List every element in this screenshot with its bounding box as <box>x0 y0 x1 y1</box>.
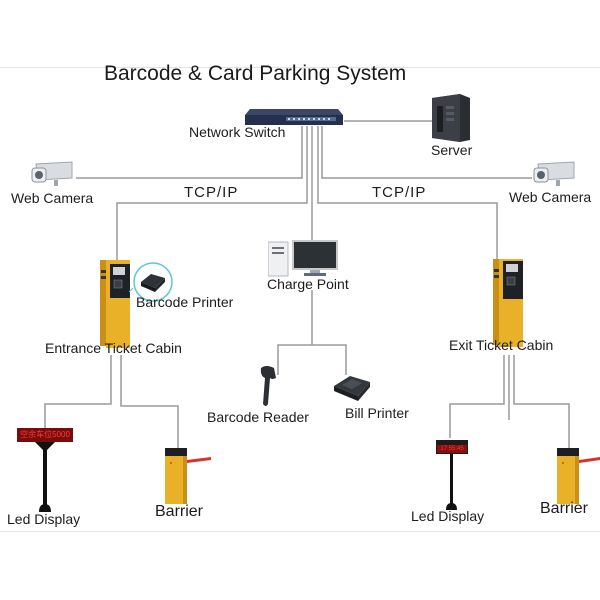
led-display-right-screen: 17:55:45 <box>440 446 464 452</box>
charge-point-label: Charge Point <box>267 276 349 292</box>
barcode-printer-icon <box>128 262 173 302</box>
led-display-icon <box>436 440 468 510</box>
led-display-left-label: Led Display <box>7 511 81 527</box>
web-camera-right-label: Web Camera <box>509 189 592 205</box>
barrier-right <box>557 448 600 504</box>
wire-switch-entrance <box>116 126 308 262</box>
desktop-computer-icon <box>267 240 338 277</box>
entrance-ticket-cabin <box>100 260 132 348</box>
receipt-printer-icon <box>334 376 370 401</box>
led-display-left-screen: 空余车位5000 <box>20 430 70 439</box>
ticket-cabin-icon <box>100 260 130 348</box>
barrier-gate-icon <box>165 448 211 504</box>
wire-entrance-barrier <box>120 355 179 448</box>
entrance-ticket-cabin-label: Entrance Ticket Cabin <box>45 340 182 356</box>
barrier-left <box>165 448 211 504</box>
server <box>430 92 472 142</box>
led-display-right: 17:55:45 <box>436 440 468 510</box>
network-switch-label: Network Switch <box>189 124 286 140</box>
charge-point <box>267 238 340 278</box>
wire-exit-led <box>449 355 505 438</box>
barcode-reader <box>258 364 284 408</box>
wire-charge-branch <box>277 344 347 375</box>
barrier-left-label: Barrier <box>155 503 204 520</box>
barcode-scanner-icon <box>260 366 276 406</box>
led-display-left: 空余车位5000 <box>17 428 73 512</box>
network-switch-icon <box>245 109 343 125</box>
wire-switch-camera-right <box>321 126 532 179</box>
web-camera-left <box>28 160 76 188</box>
exit-ticket-cabin-label: Exit Ticket Cabin <box>449 337 554 353</box>
barrier-right-label: Barrier <box>540 500 589 517</box>
tcp-ip-label-right: TCP/IP <box>372 184 427 201</box>
wire-entrance-led <box>44 355 112 428</box>
web-camera-left-label: Web Camera <box>11 190 94 206</box>
exit-ticket-cabin <box>493 259 525 347</box>
barcode-printer <box>128 260 177 306</box>
web-camera-icon <box>533 161 575 186</box>
top-border <box>0 67 600 68</box>
diagram-title: Barcode & Card Parking System <box>104 62 407 85</box>
network-switch <box>244 107 344 127</box>
web-camera-right <box>530 160 578 188</box>
led-display-right-label: Led Display <box>411 508 485 524</box>
server-tower-icon <box>432 94 470 142</box>
web-camera-icon <box>31 161 73 186</box>
wire-exit-barrier <box>513 355 570 448</box>
wire-switch-camera-left <box>76 126 303 179</box>
wire-switch-exit <box>317 126 498 262</box>
server-label: Server <box>431 142 473 158</box>
barrier-gate-icon <box>557 448 600 504</box>
bottom-border <box>0 531 600 532</box>
bill-printer-label: Bill Printer <box>345 405 409 421</box>
bill-printer <box>332 374 372 402</box>
ticket-cabin-icon <box>493 259 523 347</box>
led-display-icon <box>17 428 73 512</box>
tcp-ip-label-left: TCP/IP <box>184 184 239 201</box>
barcode-reader-label: Barcode Reader <box>207 409 309 425</box>
barcode-printer-label: Barcode Printer <box>136 294 234 310</box>
